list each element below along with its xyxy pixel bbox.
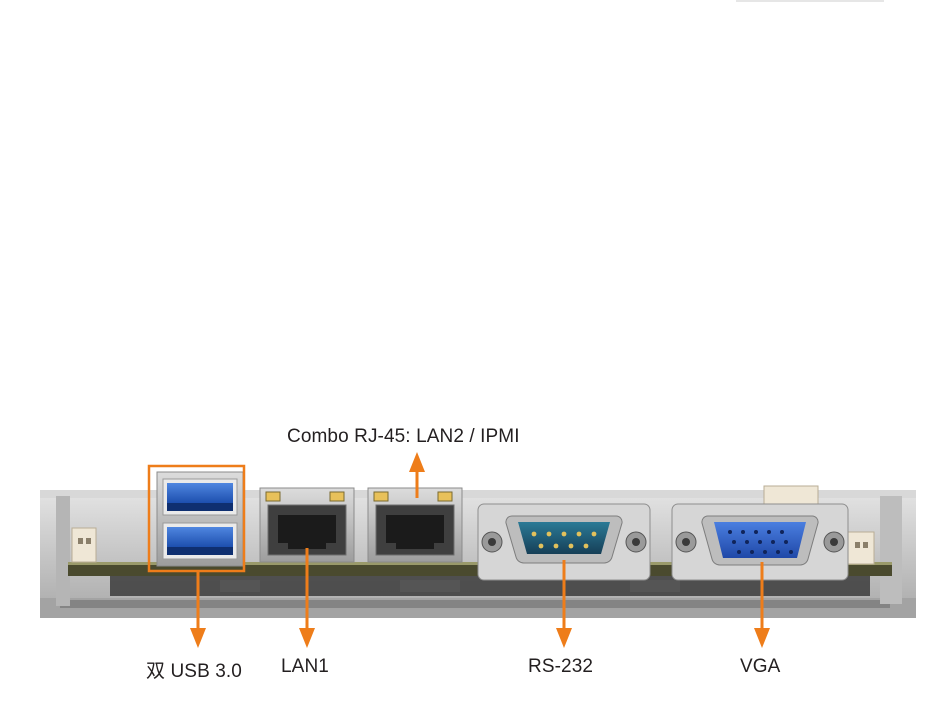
callout-arrows (190, 452, 770, 648)
vga-connector (671, 503, 849, 581)
lan1-label: LAN1 (281, 656, 329, 677)
rs232-label: RS-232 (528, 656, 594, 677)
combo-rj45-label: Combo RJ-45: LAN2 / IPMI (287, 426, 520, 447)
header-connector-top (763, 485, 819, 507)
lan1-connector (259, 487, 355, 563)
header-connector-right (847, 531, 875, 565)
rs232-connector (477, 503, 651, 581)
vga-label: VGA (740, 656, 781, 677)
lan2-ipmi-connector (367, 487, 463, 563)
header-connector-left (71, 527, 97, 563)
usb-label: 双 USB 3.0 (146, 661, 242, 682)
usb-connector-stack (156, 471, 244, 567)
top-edge-strip (736, 0, 884, 2)
